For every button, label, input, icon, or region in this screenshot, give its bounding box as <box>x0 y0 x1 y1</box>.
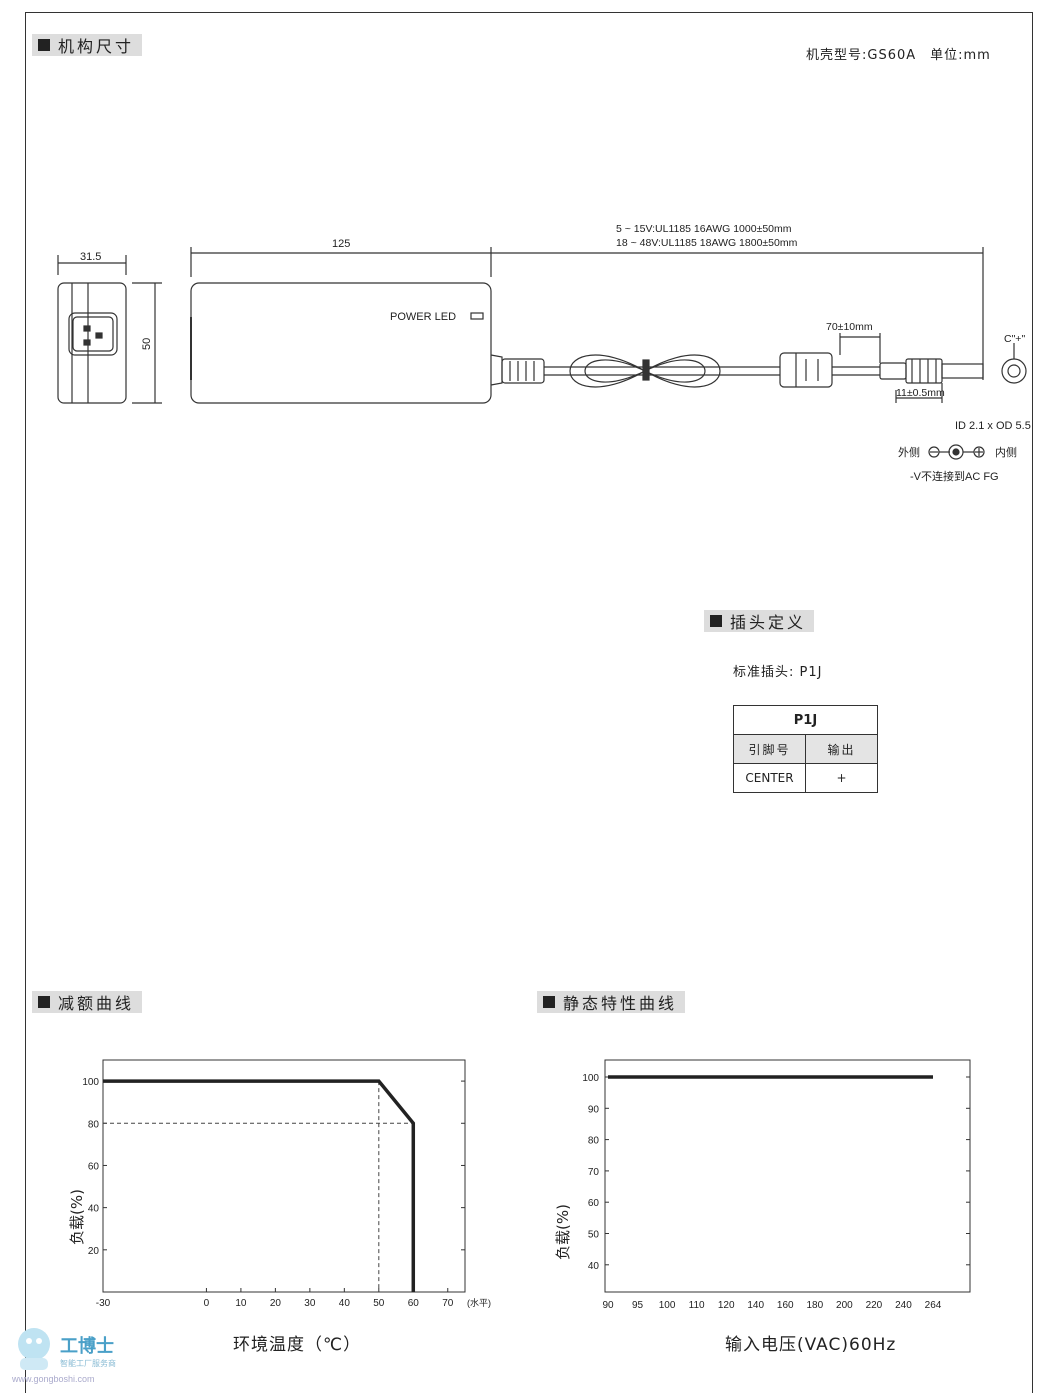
y-tick-label: 100 <box>582 1073 599 1084</box>
dim-31-5: 31.5 <box>80 251 101 263</box>
y-tick-label: 40 <box>88 1204 100 1215</box>
x-tick-label: -30 <box>96 1298 111 1309</box>
cable-spec-2: 18 ~ 48V:UL1185 18AWG 1800±50mm <box>616 237 798 249</box>
square-bullet-icon <box>543 996 555 1008</box>
static-ylabel: 负载(%) <box>554 1204 572 1260</box>
id-od-label: ID 2.1 x OD 5.5 <box>955 420 1031 432</box>
model-info: 机壳型号:GS60A 单位:mm <box>806 48 991 63</box>
outer-label: 外侧 <box>898 446 920 459</box>
logo-tagline: 智能工厂服务商 <box>60 1358 116 1368</box>
mechanical-drawing: 31.5 50 125 5 ~ 15V:UL1185 16AWG 1000±50… <box>57 223 1031 483</box>
pin-table-title: P1J <box>733 705 878 735</box>
x-tick-label: 140 <box>747 1300 764 1311</box>
dim-70: 70±10mm <box>826 321 873 333</box>
cable-spec-1: 5 ~ 15V:UL1185 16AWG 1000±50mm <box>616 223 792 235</box>
output-col-header: 输出 <box>805 734 878 764</box>
x-tick-label: 0 <box>204 1298 210 1309</box>
y-tick-label: 90 <box>588 1104 600 1115</box>
c-plus-label: C"+" <box>1004 333 1025 345</box>
x-tick-label: 120 <box>718 1300 735 1311</box>
section-derating-header: 减额曲线 <box>32 991 143 1013</box>
y-tick-label: 80 <box>88 1119 100 1130</box>
x-unit-label: (水平) <box>467 1297 491 1308</box>
y-tick-label: 60 <box>88 1161 100 1172</box>
square-bullet-icon <box>38 996 50 1008</box>
plot-area <box>604 1059 971 1293</box>
derating-ylabel: 负载(%) <box>68 1189 86 1245</box>
pin-table: P1J 引脚号 输出 CENTER + <box>733 705 878 793</box>
logo-url: www.gongboshi.com <box>11 1374 95 1384</box>
x-tick-label: 90 <box>602 1300 614 1311</box>
y-tick-label: 70 <box>588 1167 600 1178</box>
pin-cell: CENTER <box>733 763 806 793</box>
polarity-note: -V不连接到AC FG <box>910 470 999 483</box>
section-static-header: 静态特性曲线 <box>537 991 686 1013</box>
adapter-body <box>190 247 984 404</box>
polarity-symbol <box>928 444 985 460</box>
dim-11: 11±0.5mm <box>896 387 945 399</box>
static-chart: 90 95 100 110 120 140 160 180 200 220 240 264 40 50 60… <box>582 1059 971 1311</box>
plug-standard: 标准插头: P1J <box>733 665 823 680</box>
plot-area <box>102 1059 466 1293</box>
cable <box>490 333 1027 403</box>
inner-label: 内侧 <box>995 445 1017 459</box>
derating-series-line <box>103 1079 416 1292</box>
y-tick-label: 20 <box>88 1246 100 1257</box>
x-tick-label: 200 <box>836 1300 853 1311</box>
x-tick-label: 100 <box>659 1300 676 1311</box>
y-tick-label: 100 <box>82 1077 99 1088</box>
derating-chart: -30 0 10 20 30 40 50 60 70 (水平) 20 40 60 80 100 <box>82 1059 491 1309</box>
pin-col-header: 引脚号 <box>733 734 806 764</box>
x-tick-label: 40 <box>339 1298 351 1309</box>
gongboshi-logo: 工博士 智能工厂服务商 www.gongboshi.com <box>11 1328 116 1384</box>
dim-125: 125 <box>332 238 350 250</box>
x-tick-label: 264 <box>925 1300 942 1311</box>
x-tick-label: 60 <box>408 1298 420 1309</box>
section-plug-header: 插头定义 <box>704 610 815 632</box>
section-title: 静态特性曲线 <box>563 994 678 1013</box>
logo-brand: 工博士 <box>60 1335 114 1356</box>
x-tick-label: 10 <box>235 1298 247 1309</box>
y-tick-label: 40 <box>588 1261 600 1272</box>
x-tick-label: 220 <box>866 1300 883 1311</box>
derating-xlabel: 环境温度（℃） <box>233 1335 362 1355</box>
square-bullet-icon <box>38 39 50 51</box>
x-tick-label: 70 <box>442 1298 454 1309</box>
section-title: 插头定义 <box>730 613 807 632</box>
x-tick-label: 160 <box>777 1300 794 1311</box>
section-title: 减额曲线 <box>58 994 135 1013</box>
page-frame <box>25 12 1033 1393</box>
y-tick-label: 60 <box>588 1198 600 1209</box>
output-cell: + <box>805 763 878 793</box>
x-tick-label: 95 <box>632 1300 644 1311</box>
x-tick-label: 20 <box>270 1298 282 1309</box>
y-tick-label: 80 <box>588 1136 600 1147</box>
side-view <box>57 255 162 404</box>
x-tick-label: 110 <box>689 1300 705 1311</box>
x-tick-label: 180 <box>806 1300 823 1311</box>
power-led-label: POWER LED <box>390 311 456 323</box>
section-title: 机构尺寸 <box>58 37 135 56</box>
x-tick-label: 30 <box>304 1298 316 1309</box>
y-tick-label: 50 <box>588 1230 600 1241</box>
x-tick-label: 50 <box>373 1298 385 1309</box>
static-xlabel: 输入电压(VAC)60Hz <box>725 1335 897 1355</box>
square-bullet-icon <box>710 615 722 627</box>
section-mechanical-header: 机构尺寸 <box>32 34 143 56</box>
x-tick-label: 240 <box>895 1300 912 1311</box>
dim-50: 50 <box>141 338 153 350</box>
